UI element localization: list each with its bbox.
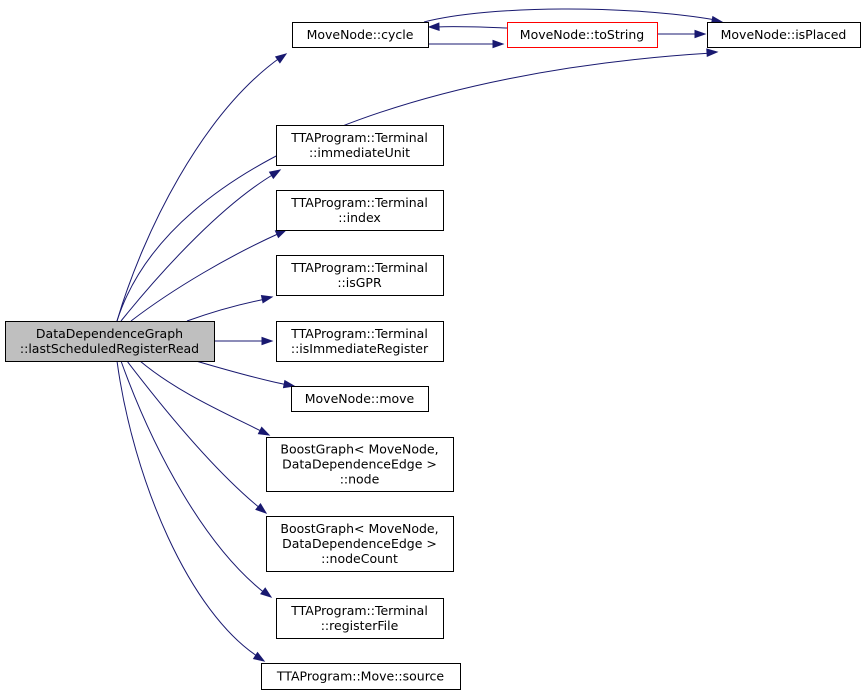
node-label: BoostGraph< MoveNode,: [280, 521, 438, 536]
node-box: [276, 125, 444, 166]
node-tostring[interactable]: MoveNode::toString: [507, 22, 658, 48]
call-edge-line: [116, 360, 261, 659]
node-label: ::isImmediateRegister: [291, 341, 429, 356]
arrowhead-icon: [427, 22, 440, 31]
node-label: MoveNode::cycle: [307, 27, 414, 42]
call-edge: [120, 360, 273, 598]
node-label: DataDependenceGraph: [36, 326, 183, 341]
arrowhead-icon: [492, 39, 505, 49]
node-box: [507, 22, 658, 48]
call-edge: [195, 360, 296, 389]
node-label: ::immediateUnit: [309, 145, 410, 160]
call-edge: [427, 22, 508, 31]
node-label: ::index: [338, 210, 381, 225]
call-edge-line: [120, 173, 275, 322]
node-label: MoveNode::move: [305, 391, 415, 406]
node-label: ::isGPR: [337, 275, 382, 290]
call-edge: [186, 295, 274, 322]
node-label: TTAProgram::Move::source: [276, 669, 445, 684]
node-label: TTAProgram::Terminal: [290, 260, 428, 275]
node-box: [276, 190, 444, 231]
node-label: ::lastScheduledRegisterRead: [20, 341, 199, 356]
node-registerfile[interactable]: TTAProgram::Terminal::registerFile: [276, 598, 444, 639]
call-edge: [214, 336, 274, 346]
node-cycle[interactable]: MoveNode::cycle: [292, 22, 429, 48]
node-box: [266, 516, 454, 572]
call-edge-line: [435, 26, 508, 29]
arrowhead-icon: [694, 29, 707, 39]
call-edge-line: [195, 360, 289, 386]
call-edge-line: [423, 8, 717, 23]
call-edge: [657, 29, 707, 39]
arrowhead-icon: [252, 651, 266, 662]
node-label: DataDependenceEdge >: [282, 536, 437, 551]
call-edge: [116, 53, 288, 322]
arrowhead-icon: [261, 336, 274, 346]
node-box: [5, 321, 215, 362]
call-edge-line: [130, 232, 281, 322]
node-box: [276, 598, 444, 639]
node-label: DataDependenceEdge >: [282, 457, 437, 472]
node-label: TTAProgram::Terminal: [290, 326, 428, 341]
call-edge-line: [186, 298, 267, 322]
node-label: TTAProgram::Terminal: [290, 130, 428, 145]
node-isimmreg[interactable]: TTAProgram::Terminal::isImmediateRegiste…: [276, 321, 444, 362]
node-box: [291, 386, 429, 412]
call-edge: [116, 360, 266, 662]
call-edge: [120, 169, 282, 322]
arrowhead-icon: [260, 295, 274, 304]
node-isgpr[interactable]: TTAProgram::Terminal::isGPR: [276, 255, 444, 296]
arrowhead-icon: [257, 426, 271, 436]
call-edge: [126, 360, 268, 514]
node-nodecount[interactable]: BoostGraph< MoveNode,DataDependenceEdge …: [266, 516, 454, 572]
call-edge-line: [139, 360, 264, 433]
node-move[interactable]: MoveNode::move: [291, 386, 429, 412]
arrowhead-icon: [260, 587, 273, 598]
call-edge-line: [116, 56, 282, 322]
node-source[interactable]: TTAProgram::Move::source: [261, 663, 461, 690]
node-label: ::registerFile: [321, 618, 399, 633]
arrowhead-icon: [282, 379, 296, 389]
arrowhead-icon: [255, 503, 268, 514]
call-edge: [130, 229, 288, 322]
node-isplaced[interactable]: MoveNode::isPlaced: [707, 22, 861, 48]
call-edge: [427, 39, 505, 49]
node-box: [276, 321, 444, 362]
node-label: MoveNode::toString: [520, 27, 644, 42]
arrowhead-icon: [274, 53, 288, 64]
node-label: ::nodeCount: [321, 551, 398, 566]
node-index[interactable]: TTAProgram::Terminal::index: [276, 190, 444, 231]
node-label: BoostGraph< MoveNode,: [280, 442, 438, 457]
node-node[interactable]: BoostGraph< MoveNode,DataDependenceEdge …: [266, 437, 454, 492]
arrowhead-icon: [274, 229, 288, 239]
node-immediateunit[interactable]: TTAProgram::Terminal::immediateUnit: [276, 125, 444, 166]
node-label: TTAProgram::Terminal: [290, 195, 428, 210]
node-box: [276, 255, 444, 296]
node-box: [266, 437, 454, 492]
node-box: [707, 22, 861, 48]
call-edge-line: [120, 360, 267, 595]
arrowhead-icon: [268, 169, 282, 180]
arrowhead-icon: [706, 48, 719, 57]
node-label: ::node: [340, 472, 380, 487]
call-edge: [423, 8, 724, 25]
node-box: [292, 22, 429, 48]
node-label: MoveNode::isPlaced: [721, 27, 847, 42]
call-edge: [139, 360, 271, 436]
node-label: TTAProgram::Terminal: [290, 603, 428, 618]
call-edge-line: [126, 360, 262, 510]
graph-nodes: DataDependenceGraph::lastScheduledRegist…: [5, 22, 861, 690]
node-root: DataDependenceGraph::lastScheduledRegist…: [5, 321, 215, 362]
node-box: [261, 663, 461, 690]
